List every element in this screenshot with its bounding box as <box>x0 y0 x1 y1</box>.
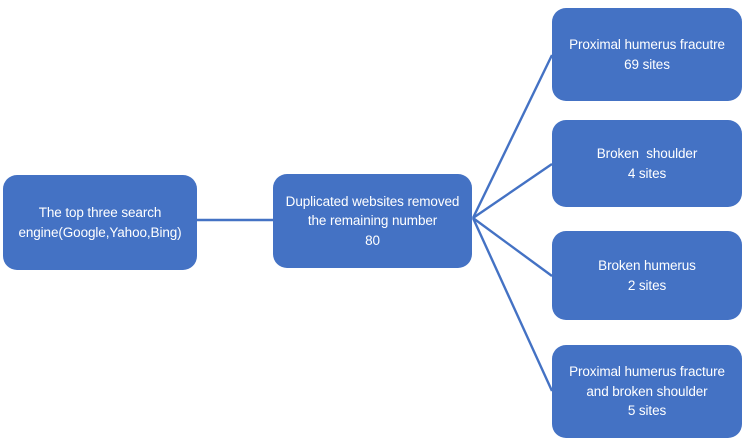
node-outcome-3-count: 5 sites <box>627 403 667 419</box>
connector-dedup-to-outcome-2 <box>472 217 553 277</box>
node-source-search-engines[interactable]: The top three search engine(Google,Yahoo… <box>3 175 197 270</box>
node-outcome-2-count: 2 sites <box>627 277 667 293</box>
connector-dedup-to-outcome-0 <box>471 54 554 219</box>
node-source-line-1: The top three search <box>38 204 162 220</box>
connector-dedup-to-outcome-3 <box>471 217 554 392</box>
node-dedup-count: 80 <box>365 232 380 248</box>
node-source-line-2: engine(Google,Yahoo,Bing) <box>18 224 182 240</box>
node-outcome-proximal-humerus-fracture[interactable]: Proximal humerus fracutre 69 sites <box>552 8 742 101</box>
node-outcome-0-label: Proximal humerus fracutre <box>569 36 725 52</box>
node-dedup-line-1: Duplicated websites removed <box>285 193 460 209</box>
connector-dedup-to-outcome-1 <box>472 163 553 219</box>
node-outcome-0-count: 69 sites <box>624 56 670 72</box>
node-outcome-1-count: 4 sites <box>627 165 667 181</box>
node-dedup-line-2: the remaining number <box>307 213 438 229</box>
node-outcome-fracture-and-broken-shoulder[interactable]: Proximal humerus fracture and broken sho… <box>552 345 742 438</box>
node-outcome-broken-humerus[interactable]: Broken humerus 2 sites <box>552 231 742 320</box>
node-outcome-3-label: Proximal humerus fracture <box>569 364 725 380</box>
node-outcome-broken-shoulder[interactable]: Broken shoulder 4 sites <box>552 120 742 207</box>
node-duplicates-removed[interactable]: Duplicated websites removed the remainin… <box>273 174 472 268</box>
node-outcome-1-label: Broken shoulder <box>596 145 698 161</box>
node-outcome-2-label: Broken humerus <box>598 257 696 273</box>
node-outcome-3-label-line2: and broken shoulder <box>586 383 708 399</box>
